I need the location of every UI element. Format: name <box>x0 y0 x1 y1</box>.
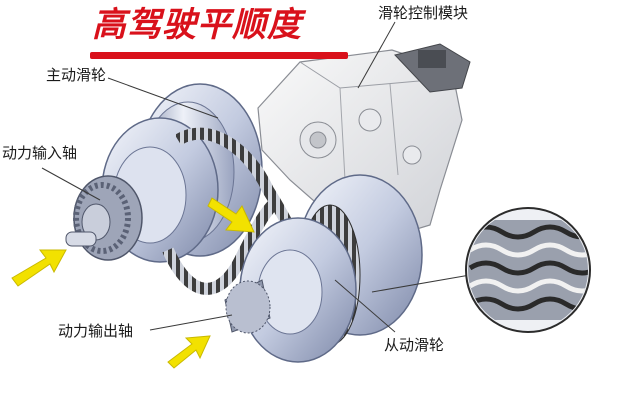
control-module-housing <box>257 43 471 241</box>
diagram-title: 高驾驶平顺度 <box>92 5 302 45</box>
leader-lines <box>41 21 471 333</box>
title-underline <box>90 52 348 59</box>
driven-pulley <box>239 174 423 363</box>
chain-closeup-inset <box>465 207 591 333</box>
input-arrow <box>11 249 67 287</box>
output-arrow <box>167 335 211 369</box>
transfer-arrow <box>207 197 255 233</box>
label-control-module: 滑轮控制模块 <box>378 4 469 22</box>
output-shaft-gear <box>224 279 271 334</box>
input-shaft-gear <box>65 175 143 261</box>
label-input-shaft: 动力输入轴 <box>2 144 78 162</box>
label-driven-pulley: 从动滑轮 <box>384 336 445 354</box>
flow-arrows <box>11 197 255 369</box>
label-drive-pulley: 主动滑轮 <box>46 66 107 84</box>
label-output-shaft: 动力输出轴 <box>58 322 134 340</box>
